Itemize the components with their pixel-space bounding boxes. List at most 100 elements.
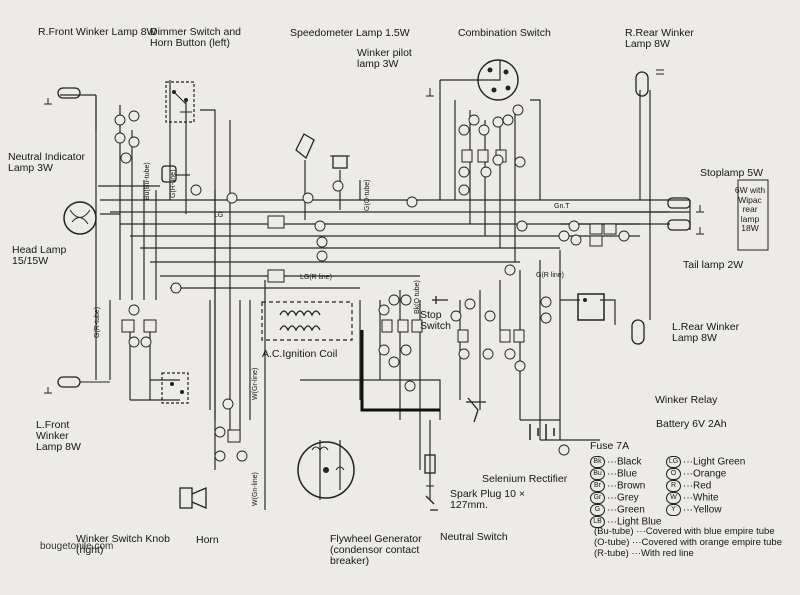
- tail-lamp-symbol: [667, 219, 704, 235]
- winker-switch-knob-label: Winker Switch Knob (right): [76, 533, 170, 556]
- tube-label: W(Gn-line): [252, 472, 259, 506]
- legend-tube-code: (R-tube): [594, 548, 629, 559]
- legend-entry: Gr···Grey: [590, 492, 661, 505]
- legend-code: R: [666, 480, 681, 493]
- legend-name: Light Green: [693, 456, 746, 468]
- head-lamp-label: Head Lamp 15/15W: [12, 244, 67, 267]
- ignition-coil-label: A.C.Ignition Coil: [262, 348, 338, 360]
- legend-name: Orange: [693, 468, 727, 480]
- speedometer-lamp-symbol: [295, 133, 315, 160]
- rear-lamp-note: 6W with Wipac rear lamp 18W: [734, 185, 766, 233]
- high-tension-lead: [360, 330, 440, 412]
- legend-tube-code: (Bu-tube): [594, 526, 634, 537]
- dimmer-switch-symbol: [165, 81, 195, 123]
- winker-relay-symbol: [577, 293, 605, 321]
- selenium-rectifier-label: Selenium Rectifier: [482, 473, 568, 485]
- winker-relay-label: Winker Relay: [655, 394, 718, 406]
- neutral-indicator-label: Neutral Indicator Lamp 3W: [8, 151, 86, 174]
- neutral-switch-symbol: [425, 495, 438, 511]
- stop-lamp-symbol: [667, 197, 704, 213]
- tail-lamp-label: Tail lamp 2W: [683, 259, 744, 271]
- legend-colors-left: Bk···Black Bu···Blue Br···Brown Gr···Gre…: [590, 456, 661, 529]
- r-rear-winker-label: R.Rear Winker Lamp 8W: [625, 27, 694, 50]
- legend-name: Grey: [617, 492, 639, 504]
- spark-plug-symbol: [424, 454, 436, 487]
- legend-code: O: [666, 468, 681, 481]
- tube-label: LG(R line): [300, 274, 332, 281]
- legend-code: LB: [590, 516, 605, 529]
- stop-switch-symbol: [432, 296, 448, 304]
- legend-entry: Bu···Blue: [590, 468, 661, 481]
- legend-entry: R···Red: [666, 480, 745, 493]
- tube-label: G(O-tube): [364, 179, 371, 211]
- selenium-rectifier-symbol: [466, 397, 486, 423]
- r-front-winker-label: R.Front Winker Lamp 8W: [38, 26, 157, 38]
- legend-code: Bk: [590, 456, 605, 468]
- speedometer-lamp-label: Speedometer Lamp 1.5W: [290, 27, 410, 39]
- tube-label: W(Gr-line): [252, 367, 259, 400]
- ignition-coil-symbol: [261, 301, 353, 341]
- legend-entry: G···Green: [590, 504, 661, 517]
- flywheel-generator-symbol: [297, 441, 355, 499]
- stop-lamp-label: Stoplamp 5W: [700, 167, 764, 179]
- legend-tube-entry: (Bu-tube) ···Covered with blue empire tu…: [594, 526, 775, 537]
- tube-label: Bu(Bu-tube): [144, 162, 151, 200]
- combination-switch-label: Combination Switch: [458, 27, 551, 39]
- legend-tube-desc: With red line: [640, 548, 694, 559]
- legend-name: Green: [617, 504, 645, 516]
- legend-colors-right: LG···Light Green O···Orange R···Red W···…: [666, 456, 746, 517]
- winker-pilot-lamp-label: Winker pilot lamp 3W: [357, 47, 412, 70]
- legend-tube-desc: Covered with orange empire tube: [641, 537, 782, 548]
- legend-name: Brown: [617, 480, 646, 492]
- legend-entry: Br···Brown: [590, 480, 661, 493]
- legend-code: Y: [666, 504, 681, 517]
- battery-label: Battery 6V 2Ah: [656, 418, 727, 430]
- battery-symbol: [529, 424, 555, 440]
- legend-code: Br: [590, 480, 605, 493]
- r-front-winker-lamp-symbol: [44, 87, 81, 105]
- dimmer-switch-label: Dimmer Switch and Horn Button (left): [150, 26, 242, 49]
- combination-switch-symbol: [426, 59, 519, 101]
- winker-switch-symbol: [161, 372, 189, 404]
- tube-label: G(R-tube): [94, 306, 101, 338]
- l-rear-winker-label: L.Rear Winker Lamp 8W: [672, 321, 740, 344]
- legend-name: White: [693, 492, 719, 504]
- tube-label: G(R-line): [170, 169, 177, 198]
- flywheel-generator-label: Flywheel Generator (condensor contact br…: [330, 533, 422, 567]
- legend-entry: LB···Light Blue: [590, 516, 661, 529]
- legend-code: G: [590, 504, 605, 517]
- legend-code: Bu: [590, 468, 605, 481]
- horn-symbol: [179, 487, 207, 509]
- watermark: bougetonile.com: [40, 541, 114, 552]
- neutral-indicator-lamp-symbol: [161, 165, 177, 183]
- legend-tube-entry: (O-tube) ···Covered with orange empire t…: [594, 537, 782, 548]
- legend-entry: Y···Yellow: [666, 504, 745, 517]
- legend-code: Gr: [590, 492, 605, 505]
- legend-entry: O···Orange: [666, 468, 745, 481]
- fuse-label: Fuse 7A: [590, 440, 630, 452]
- legend-name: Yellow: [693, 504, 722, 516]
- wire-color-tags: [114, 104, 630, 462]
- winker-pilot-lamp-symbol: [330, 155, 350, 169]
- r-rear-winker-lamp-symbol: [635, 69, 664, 97]
- horn-label: Horn: [196, 534, 219, 546]
- legend-code: W: [666, 492, 681, 505]
- legend-entry: W···White: [666, 492, 745, 505]
- tube-label: G(R line): [536, 272, 565, 279]
- l-rear-winker-lamp-symbol: [631, 319, 645, 345]
- stop-switch-label: Stop Switch: [420, 309, 451, 332]
- legend-tube-code: (O-tube): [594, 537, 630, 548]
- legend-code: LG: [666, 456, 681, 468]
- legend-tubes: (Bu-tube) ···Covered with blue empire tu…: [594, 526, 782, 559]
- legend-tube-desc: Covered with blue empire tube: [645, 526, 775, 537]
- l-front-winker-lamp-symbol: [44, 376, 110, 394]
- tube-label: LG: [214, 212, 224, 219]
- wire-harness: [60, 60, 691, 510]
- tube-label: Gn.T: [554, 203, 570, 210]
- head-lamp-symbol: [63, 201, 97, 235]
- rear-lamp-note-box: [737, 179, 769, 251]
- legend-name: Blue: [617, 468, 638, 480]
- spark-plug-label: Spark Plug 10 × 127mm.: [450, 488, 526, 511]
- neutral-switch-label: Neutral Switch: [440, 531, 508, 543]
